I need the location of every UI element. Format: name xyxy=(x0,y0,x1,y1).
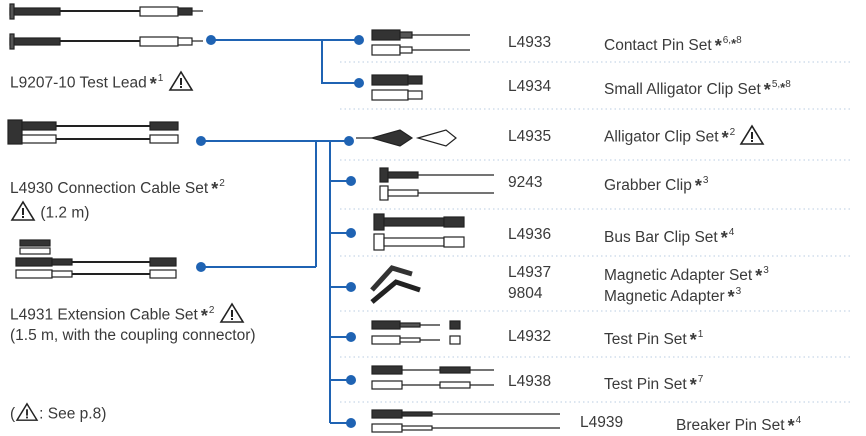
item-code: L4938 xyxy=(508,373,552,390)
item-name: Magnetic Adapter*3 xyxy=(604,286,742,307)
junction-dot xyxy=(346,375,356,385)
magnetic-adapter-drawing xyxy=(370,265,421,304)
item-name: Magnetic Adapter Set*3 xyxy=(604,265,769,286)
test-lead-label: L9207-10 Test Lead*1 xyxy=(10,70,194,97)
item-code: L4934 xyxy=(508,78,552,95)
warning-icon xyxy=(168,70,194,97)
item-name: Small Alligator Clip Set*5,*8 xyxy=(604,79,791,100)
connection-cable-length: (1.2 m) xyxy=(10,200,89,227)
test-lead-icon xyxy=(9,3,203,50)
junction-dot xyxy=(196,262,206,272)
test-pin-drawing xyxy=(371,320,461,345)
junction-dot xyxy=(346,176,356,186)
test-pin-long-drawing xyxy=(371,365,494,390)
warning-icon xyxy=(15,402,39,427)
item-name: Grabber Clip*3 xyxy=(604,175,709,196)
connection-cable-icon xyxy=(7,119,179,145)
item-code: L4937 xyxy=(508,264,552,281)
junction-dot xyxy=(354,35,364,45)
item-name: Bus Bar Clip Set*4 xyxy=(604,227,735,248)
item-name: Alligator Clip Set*2 xyxy=(604,124,765,151)
bus-bar-drawing xyxy=(373,213,465,251)
junction-dot xyxy=(346,282,356,292)
item-name: Contact Pin Set*6,*8 xyxy=(604,35,742,56)
item-code: 9243 xyxy=(508,174,543,191)
breaker-pin-drawing xyxy=(371,409,560,433)
junction-dot xyxy=(196,136,206,146)
item-name: Test Pin Set*1 xyxy=(604,329,704,350)
contact-pin-drawing xyxy=(371,29,470,56)
warning-icon xyxy=(219,302,245,329)
item-name: Breaker Pin Set*4 xyxy=(676,415,802,436)
warning-icon xyxy=(739,124,765,151)
footnote: (: See p.8) xyxy=(10,402,106,427)
extension-cable-length: (1.5 m, with the coupling connector) xyxy=(10,327,256,344)
alligator-clip-drawing xyxy=(356,129,457,147)
extension-cable-icon xyxy=(15,239,177,279)
item-code: L4932 xyxy=(508,328,552,345)
item-code: L4936 xyxy=(508,226,552,243)
junction-dot xyxy=(346,228,356,238)
junction-dot xyxy=(344,136,354,146)
junction-dot xyxy=(346,332,356,342)
warning-icon xyxy=(10,200,36,227)
item-code: L4933 xyxy=(508,34,552,51)
extension-cable-label: L4931 Extension Cable Set*2 xyxy=(10,302,245,329)
item-code: L4935 xyxy=(508,128,552,145)
grabber-drawing xyxy=(379,167,494,201)
junction-dot xyxy=(346,418,356,428)
junction-dot xyxy=(206,35,216,45)
junction-dot xyxy=(354,78,364,88)
connection-cable-label: L4930 Connection Cable Set*2 xyxy=(10,178,225,199)
item-name: Test Pin Set*7 xyxy=(604,374,704,395)
item-code: L4939 xyxy=(580,414,624,431)
item-code: 9804 xyxy=(508,285,543,302)
small-alligator-drawing xyxy=(371,74,423,101)
